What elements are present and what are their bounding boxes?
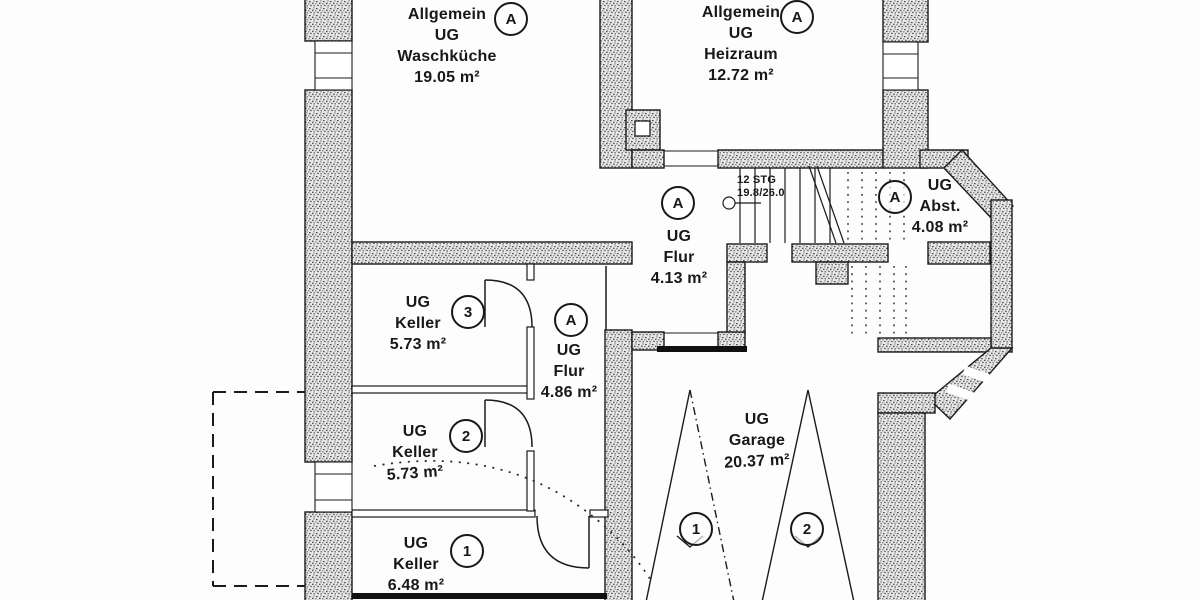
room-tag-heizraum: A [780, 0, 814, 34]
chimney-flue [634, 120, 651, 137]
room-tag-keller3: 3 [451, 295, 485, 329]
bottom-edge-line [352, 593, 607, 599]
room-label-garage: UG Garage 20.37 m² [724, 409, 790, 472]
chamfer-window [946, 365, 991, 402]
room-label-keller1: UG Keller 6.48 m² [388, 533, 445, 596]
room-name: Heizraum [704, 46, 778, 63]
room-floor: UG [744, 411, 770, 428]
room-name: Waschküche [397, 48, 497, 65]
garage-threshold [657, 346, 747, 352]
room-label-waschkueche: Allgemein UG Waschküche 19.05 m² [397, 4, 496, 88]
room-floor: UG [927, 177, 953, 194]
room-area: 20.37 m² [723, 451, 791, 472]
stair-steps: 12 STG [737, 174, 777, 186]
parking-space-tag-1: 1 [679, 512, 713, 546]
stair-walkline-start [722, 196, 736, 210]
room-label-abstellraum: UG Abst. 4.08 m² [912, 175, 969, 238]
room-label-heizraum: Allgemein UG Heizraum 12.72 m² [702, 2, 780, 86]
room-label-flur-mitte: UG Flur 4.13 m² [651, 226, 708, 289]
parking-space-tag-2: 2 [790, 512, 824, 546]
interior-thin-walls [351, 263, 609, 518]
stair-dimensions: 19.8/26.0 [737, 187, 785, 199]
wall-windows [314, 40, 919, 513]
room-area: 4.13 m² [650, 270, 708, 287]
room-area: 19.05 m² [414, 69, 480, 86]
exterior-dashed-outline [212, 391, 305, 587]
room-tag-keller1: 1 [450, 534, 484, 568]
room-name: Keller [395, 315, 441, 332]
room-name: Abst. [919, 198, 961, 215]
room-floor: UG [434, 27, 460, 44]
room-floor: UG [403, 535, 429, 552]
room-tag-flur-mitte: A [661, 186, 695, 220]
room-name: Flur [663, 249, 695, 266]
room-tag-flur-keller: A [554, 303, 588, 337]
room-area: 4.86 m² [540, 384, 598, 401]
room-floor: UG [402, 423, 428, 440]
room-floor: UG [666, 228, 692, 245]
room-area: 5.73 m² [389, 336, 447, 353]
room-tag-keller2: 2 [449, 419, 483, 453]
room-label-keller3: UG Keller 5.73 m² [390, 292, 447, 355]
room-area: 12.72 m² [708, 67, 774, 84]
room-label-flur-keller: UG Flur 4.86 m² [541, 340, 598, 403]
room-zone: Allgemein [701, 4, 781, 21]
room-label-keller2: UG Keller 5.73 m² [386, 421, 444, 484]
room-name: Garage [728, 432, 786, 449]
room-zone: Allgemein [407, 6, 487, 23]
room-name: Keller [392, 444, 438, 461]
room-tag-waschkueche: A [494, 2, 528, 36]
stair-label: 12 STG 19.8/26.0 [737, 174, 785, 200]
room-area: 6.48 m² [387, 577, 445, 594]
room-floor: UG [728, 25, 754, 42]
room-area: 4.08 m² [911, 219, 969, 236]
outer-walls [304, 0, 1015, 600]
staircase [722, 165, 845, 244]
room-name: Keller [393, 556, 439, 573]
doors [484, 150, 718, 569]
room-area: 5.73 m² [386, 463, 444, 484]
room-floor: UG [405, 294, 431, 311]
room-name: Flur [553, 363, 585, 380]
room-floor: UG [556, 342, 582, 359]
room-tag-abstellraum: A [878, 180, 912, 214]
